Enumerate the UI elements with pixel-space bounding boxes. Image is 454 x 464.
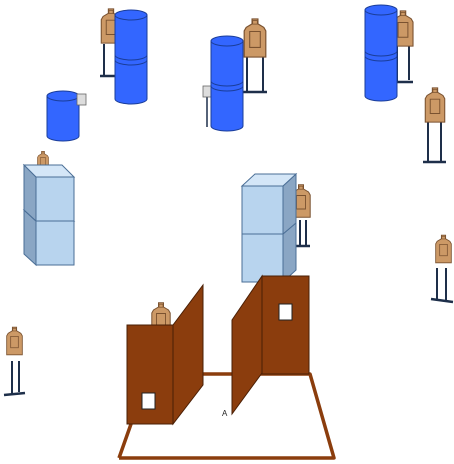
cardboard-target-icon <box>424 87 446 123</box>
window-port-icon <box>141 392 156 410</box>
target-left-lower <box>3 326 26 397</box>
box-stack-right <box>240 172 311 284</box>
cardboard-target-icon <box>6 326 23 356</box>
target-behind-box <box>291 184 311 248</box>
right-wall <box>231 274 310 416</box>
barrel-stack-3 <box>364 4 414 102</box>
cardboard-target-icon <box>435 234 452 264</box>
target-right-upper <box>423 87 446 164</box>
box-stack-left <box>22 150 76 267</box>
shooting-box: A <box>117 274 336 460</box>
cardboard-target-icon <box>243 18 267 58</box>
start-position-label: A <box>222 409 228 418</box>
left-wall <box>126 283 204 426</box>
barrel-stack-2 <box>202 18 267 132</box>
single-barrel <box>46 90 87 142</box>
target-right-lower <box>430 234 454 304</box>
window-port-icon <box>278 303 293 321</box>
barrel-stack-1 <box>100 8 148 105</box>
target-2 <box>243 18 267 94</box>
